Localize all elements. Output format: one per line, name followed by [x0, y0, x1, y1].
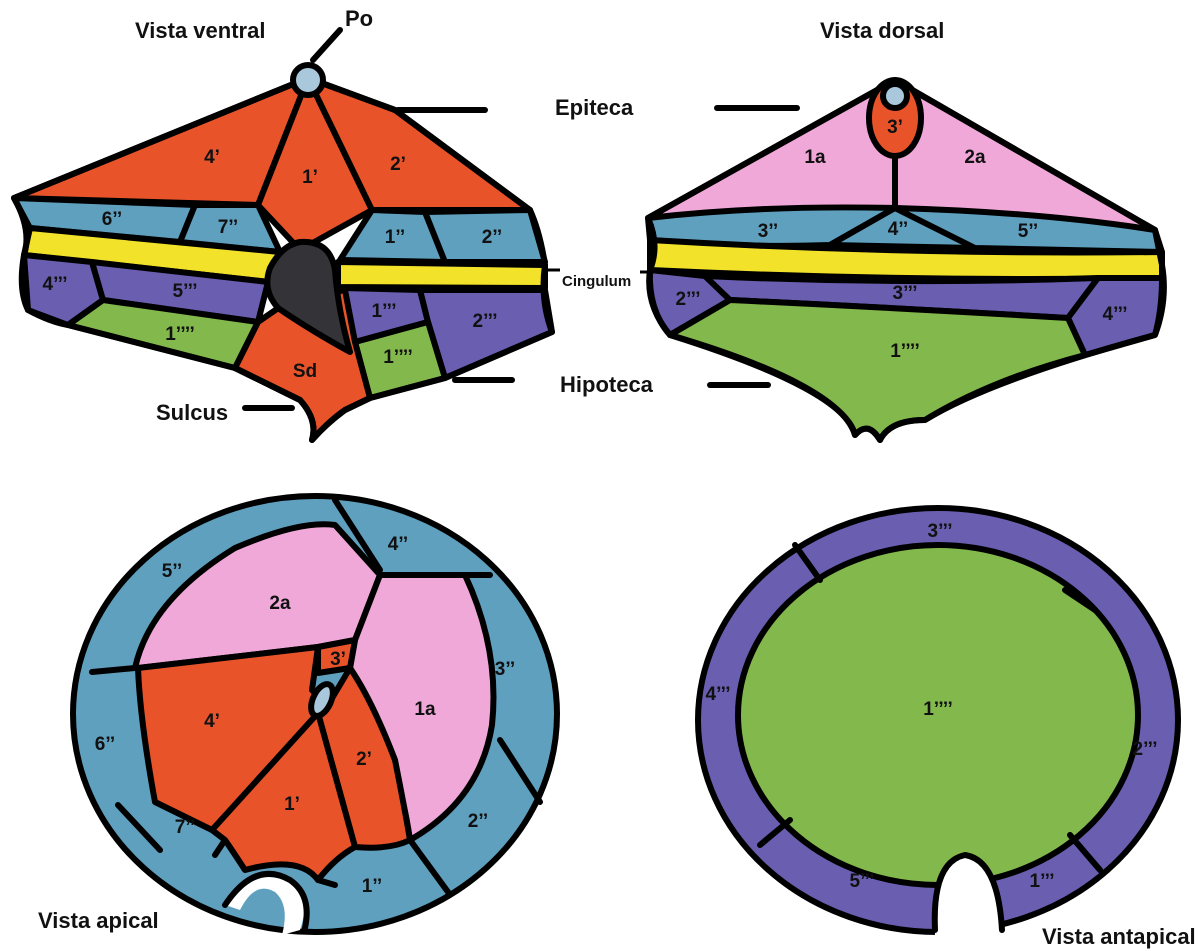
ventral-view: [14, 65, 552, 440]
cingulum-right-ventral: [338, 262, 545, 288]
plate-label: 7’’: [218, 217, 238, 238]
plate-label: 1a: [414, 699, 436, 720]
title-ventral-view: Vista ventral: [135, 18, 265, 43]
apical-pore-ventral: [293, 65, 323, 95]
plate-label: 3’’: [758, 221, 778, 242]
plate-label: 2’’: [482, 227, 502, 248]
plate-label: 1’’’’: [165, 324, 195, 345]
plate-label: 5’’’: [173, 281, 198, 302]
apical-pore-dorsal: [883, 84, 907, 108]
plate-label: 1’’’: [372, 301, 397, 322]
plate-label: 5’’’: [850, 871, 875, 892]
plate-label: 4’’’: [706, 684, 731, 705]
plate-label: 3’: [330, 649, 346, 670]
plate-label: 5’’: [162, 561, 182, 582]
plate-label: 2’: [390, 154, 406, 175]
label-epiteca: Epiteca: [555, 95, 634, 120]
plate-label: 1’’’’: [923, 699, 953, 720]
plate-label: Sd: [293, 361, 317, 382]
title-apical-view: Vista apical: [38, 908, 159, 933]
plate-label: 5’’: [1018, 221, 1038, 242]
plate-label: 2’: [356, 749, 372, 770]
plate-label: 3’’: [495, 659, 515, 680]
plate-label: 1’: [302, 167, 318, 188]
po-leader: [313, 30, 340, 60]
plate-label: 6’’: [102, 209, 122, 230]
label-po: Po: [345, 6, 373, 31]
antapical-view: [698, 508, 1178, 935]
label-sulcus: Sulcus: [156, 400, 228, 425]
plate-label: 2a: [269, 593, 291, 614]
plate-label: 6’’: [95, 734, 115, 755]
plate-label: 4’: [204, 711, 220, 732]
plate-label: 2’’’: [473, 311, 498, 332]
label-hipoteca: Hipoteca: [560, 372, 654, 397]
label-cingulum: Cingulum: [562, 273, 631, 290]
plate-label: 1’’’’: [383, 347, 413, 368]
title-antapical-view: Vista antapical: [1042, 924, 1196, 949]
plate-label: 3’’’: [928, 521, 953, 542]
apical-ring-suture: [92, 668, 135, 672]
plate-label: 1’’’: [1030, 871, 1055, 892]
plate-label: 4’’: [888, 219, 908, 240]
plate-label: 1’’’’: [890, 341, 920, 362]
title-dorsal-view: Vista dorsal: [820, 18, 944, 43]
plate-label: 1a: [804, 147, 826, 168]
plate-label: 4’’’: [1103, 304, 1128, 325]
plate-label: 2’’’: [676, 289, 701, 310]
plate-label: 4’’’: [43, 274, 68, 295]
plate-label: 4’’: [388, 534, 408, 555]
plate-label: 7’’: [175, 817, 195, 838]
plate-label: 1’’: [362, 876, 382, 897]
plate-label: 4’: [204, 147, 220, 168]
plate-label: 3’’’: [893, 283, 918, 304]
plate-label: 3’: [887, 117, 903, 138]
plate-label: 2a: [964, 147, 986, 168]
plate-label: 1’’: [385, 227, 405, 248]
plate-label: 2’’’: [1133, 739, 1158, 760]
apical-view: [73, 496, 557, 935]
plate-label: 1’: [284, 794, 300, 815]
plate-1quadprime-dorsal: [670, 300, 1085, 440]
plate-label: 2’’: [468, 811, 488, 832]
